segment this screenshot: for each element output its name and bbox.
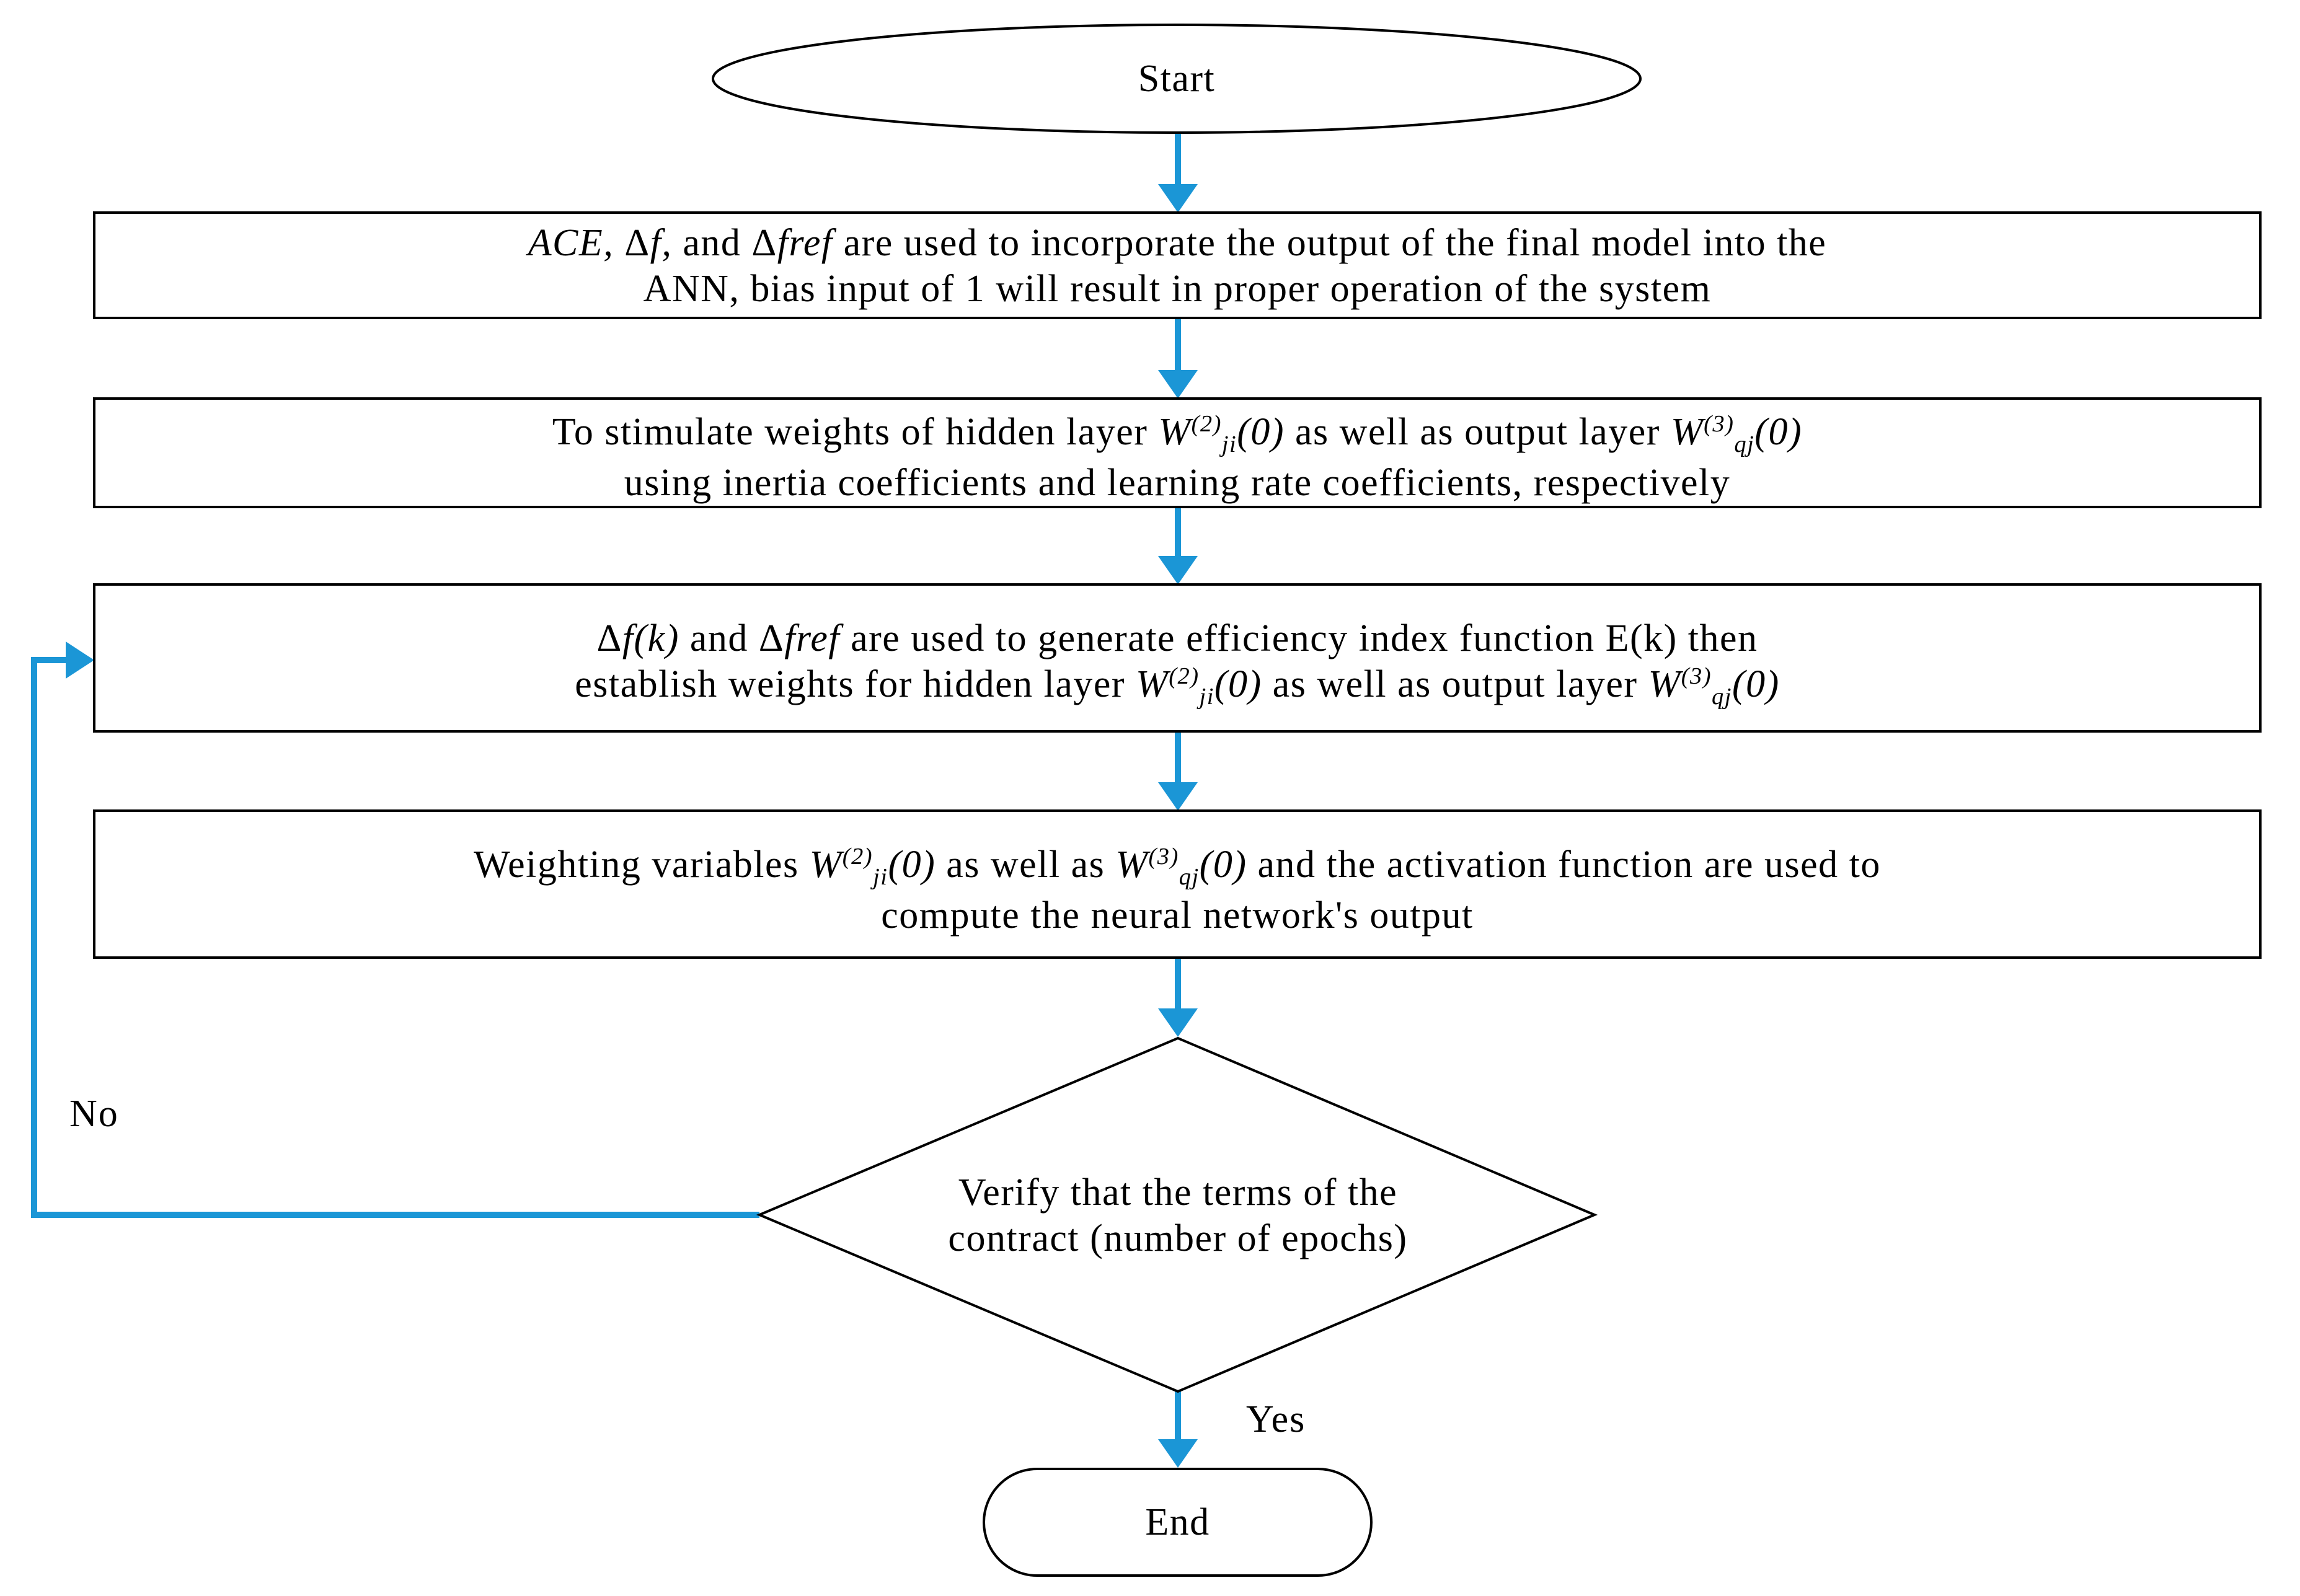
end-terminal [983, 1468, 1373, 1577]
step-box-2 [93, 397, 2262, 508]
arrowhead-decision [1158, 1008, 1198, 1037]
step-3-line-2: establish weights for hidden layer W(2)j… [575, 663, 1780, 710]
weight-w2-ji: W(2)ji(0) [1136, 663, 1262, 710]
weight-w3-qj: W(3)qj(0) [1670, 410, 1803, 457]
weight-w2-ji: W(2)ji(0) [1158, 410, 1285, 457]
weight-w3-qj: W(3)qj(0) [1115, 843, 1247, 890]
step-box-4 [93, 809, 2262, 959]
start-label: Start [1138, 58, 1216, 100]
arrowhead-step2 [1158, 370, 1198, 399]
step-4-text: Weighting variables W(2)ji(0) as well as… [94, 842, 2260, 938]
decision-line-1: Verify that the terms of the [958, 1171, 1398, 1214]
step-1-text: ACE, Δf, and Δfref are used to incorpora… [94, 220, 2260, 312]
step-4-line-2: compute the neural network's output [881, 894, 1474, 937]
decision-line-2: contract (number of epochs) [948, 1217, 1408, 1259]
step-4-line-1: Weighting variables W(2)ji(0) as well as… [474, 843, 1881, 890]
arrowhead-step1 [1158, 184, 1198, 213]
weight-w2-ji: W(2)ji(0) [809, 843, 936, 890]
arrowhead-end [1158, 1439, 1198, 1468]
step-box-1 [93, 211, 2262, 319]
step-2-line-2: using inertia coefficients and learning … [624, 462, 1731, 504]
step-2-line-1: To stimulate weights of hidden layer W(2… [552, 410, 1803, 457]
step-2-text: To stimulate weights of hidden layer W(2… [94, 409, 2260, 506]
end-label: End [1145, 1501, 1210, 1543]
step-1-line-2: ANN, bias input of 1 will result in prop… [643, 268, 1712, 310]
weight-w3-qj: W(3)qj(0) [1648, 663, 1780, 710]
step-1-line-1: ACE, Δf, and Δfref are used to incorpora… [528, 222, 1827, 264]
arrowhead-step3 [1158, 556, 1198, 584]
arrowhead-step4 [1158, 782, 1198, 811]
decision-text: Verify that the terms of the contract (n… [806, 1170, 1550, 1261]
arrowhead-no-loop [66, 641, 94, 679]
start-terminal [712, 24, 1642, 134]
step-box-3 [93, 583, 2262, 733]
connector-no-loop [31, 657, 759, 1218]
step-3-text: Δf(k) and Δfref are used to generate eff… [94, 615, 2260, 712]
decision-diamond [756, 1036, 1598, 1393]
no-branch-label: No [69, 1093, 119, 1135]
step-3-line-1: Δf(k) and Δfref are used to generate eff… [596, 617, 1758, 659]
yes-branch-label: Yes [1246, 1398, 1306, 1440]
